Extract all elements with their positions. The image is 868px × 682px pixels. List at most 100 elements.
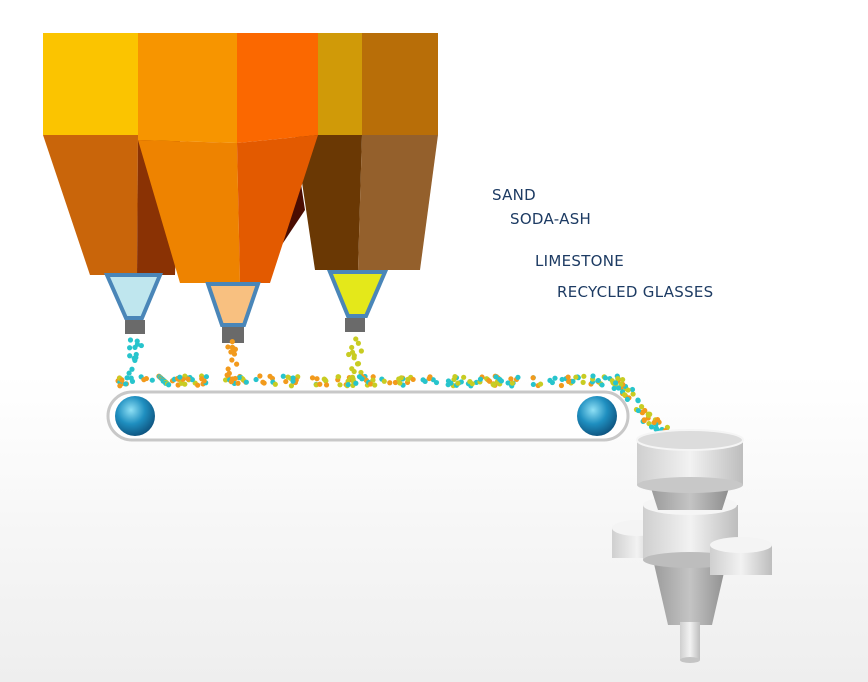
particle bbox=[566, 378, 572, 385]
particle bbox=[222, 377, 229, 383]
particle bbox=[166, 382, 172, 388]
particle bbox=[349, 349, 356, 355]
particle bbox=[370, 377, 376, 383]
particle bbox=[350, 376, 356, 382]
particle bbox=[355, 361, 362, 367]
particle bbox=[621, 392, 628, 398]
particle bbox=[624, 396, 631, 402]
particle bbox=[143, 375, 149, 382]
particle bbox=[558, 382, 565, 389]
roller-right bbox=[577, 396, 617, 436]
particle bbox=[129, 366, 135, 372]
particle bbox=[515, 374, 521, 380]
particle bbox=[570, 378, 576, 384]
particle bbox=[426, 375, 432, 382]
particle bbox=[134, 341, 141, 347]
particle bbox=[602, 375, 608, 381]
particle bbox=[243, 379, 249, 385]
furnace bbox=[612, 429, 772, 663]
particle bbox=[638, 404, 645, 410]
label-limestone: LIMESTONE bbox=[535, 252, 625, 270]
particle bbox=[493, 374, 499, 380]
particle bbox=[358, 348, 364, 354]
particle bbox=[229, 339, 235, 345]
particle bbox=[127, 345, 133, 351]
particle bbox=[236, 375, 242, 381]
particle bbox=[133, 354, 139, 361]
particle bbox=[654, 417, 661, 423]
particle bbox=[455, 380, 461, 386]
particle bbox=[530, 375, 536, 381]
particle bbox=[127, 337, 134, 343]
particle bbox=[138, 342, 144, 349]
particle bbox=[283, 378, 289, 385]
roller-left bbox=[115, 396, 155, 436]
particle bbox=[422, 378, 428, 385]
particle bbox=[635, 397, 641, 403]
particle bbox=[508, 376, 514, 382]
particle bbox=[372, 382, 378, 388]
particle bbox=[573, 374, 579, 380]
nozzle-limestone bbox=[327, 270, 389, 332]
particle bbox=[235, 380, 241, 386]
particle bbox=[599, 382, 605, 388]
particle bbox=[392, 379, 399, 386]
particle bbox=[225, 344, 231, 350]
particle bbox=[127, 353, 133, 359]
particle bbox=[353, 336, 359, 342]
particle bbox=[509, 380, 515, 386]
particle bbox=[128, 375, 134, 381]
particle bbox=[335, 374, 341, 380]
particle bbox=[590, 373, 596, 379]
particle bbox=[611, 385, 617, 391]
particle bbox=[322, 377, 328, 383]
particle bbox=[620, 377, 626, 383]
particle bbox=[410, 376, 416, 383]
particle bbox=[123, 381, 129, 387]
particle bbox=[530, 381, 536, 388]
particle bbox=[177, 374, 183, 380]
silo-soda-ash bbox=[138, 33, 318, 283]
particle bbox=[119, 377, 125, 383]
label-recycled-glasses: RECYCLED GLASSES bbox=[557, 283, 714, 301]
particle bbox=[387, 380, 393, 386]
particle bbox=[477, 376, 484, 382]
particle bbox=[228, 379, 234, 385]
label-sand: SAND bbox=[492, 186, 537, 204]
nozzle-sand bbox=[103, 273, 164, 334]
particle bbox=[448, 380, 454, 386]
particle bbox=[505, 380, 511, 386]
particle bbox=[124, 375, 130, 381]
particle bbox=[549, 379, 555, 386]
particle bbox=[185, 376, 191, 382]
particle bbox=[486, 378, 493, 384]
particle bbox=[346, 351, 352, 358]
particle bbox=[189, 377, 195, 383]
particle bbox=[469, 381, 475, 387]
particle bbox=[648, 424, 655, 430]
particle bbox=[288, 383, 295, 389]
particle bbox=[367, 381, 374, 387]
particle bbox=[309, 375, 316, 381]
particle bbox=[229, 357, 235, 363]
particle bbox=[581, 373, 587, 379]
particle bbox=[491, 382, 497, 388]
particle bbox=[452, 373, 458, 380]
particle bbox=[272, 381, 278, 387]
particle bbox=[314, 376, 320, 382]
nozzle-soda-ash bbox=[205, 282, 261, 343]
particle bbox=[615, 385, 622, 391]
particle bbox=[285, 374, 291, 380]
particle bbox=[642, 407, 648, 414]
conveyor-belt bbox=[106, 390, 630, 442]
particle bbox=[345, 382, 351, 388]
particle bbox=[537, 381, 544, 387]
particle bbox=[397, 380, 403, 386]
particle bbox=[651, 419, 657, 426]
particle bbox=[381, 378, 387, 384]
particle bbox=[615, 375, 621, 382]
particle bbox=[349, 366, 355, 372]
particle bbox=[641, 417, 647, 424]
particle bbox=[117, 383, 123, 389]
particle bbox=[257, 373, 263, 379]
